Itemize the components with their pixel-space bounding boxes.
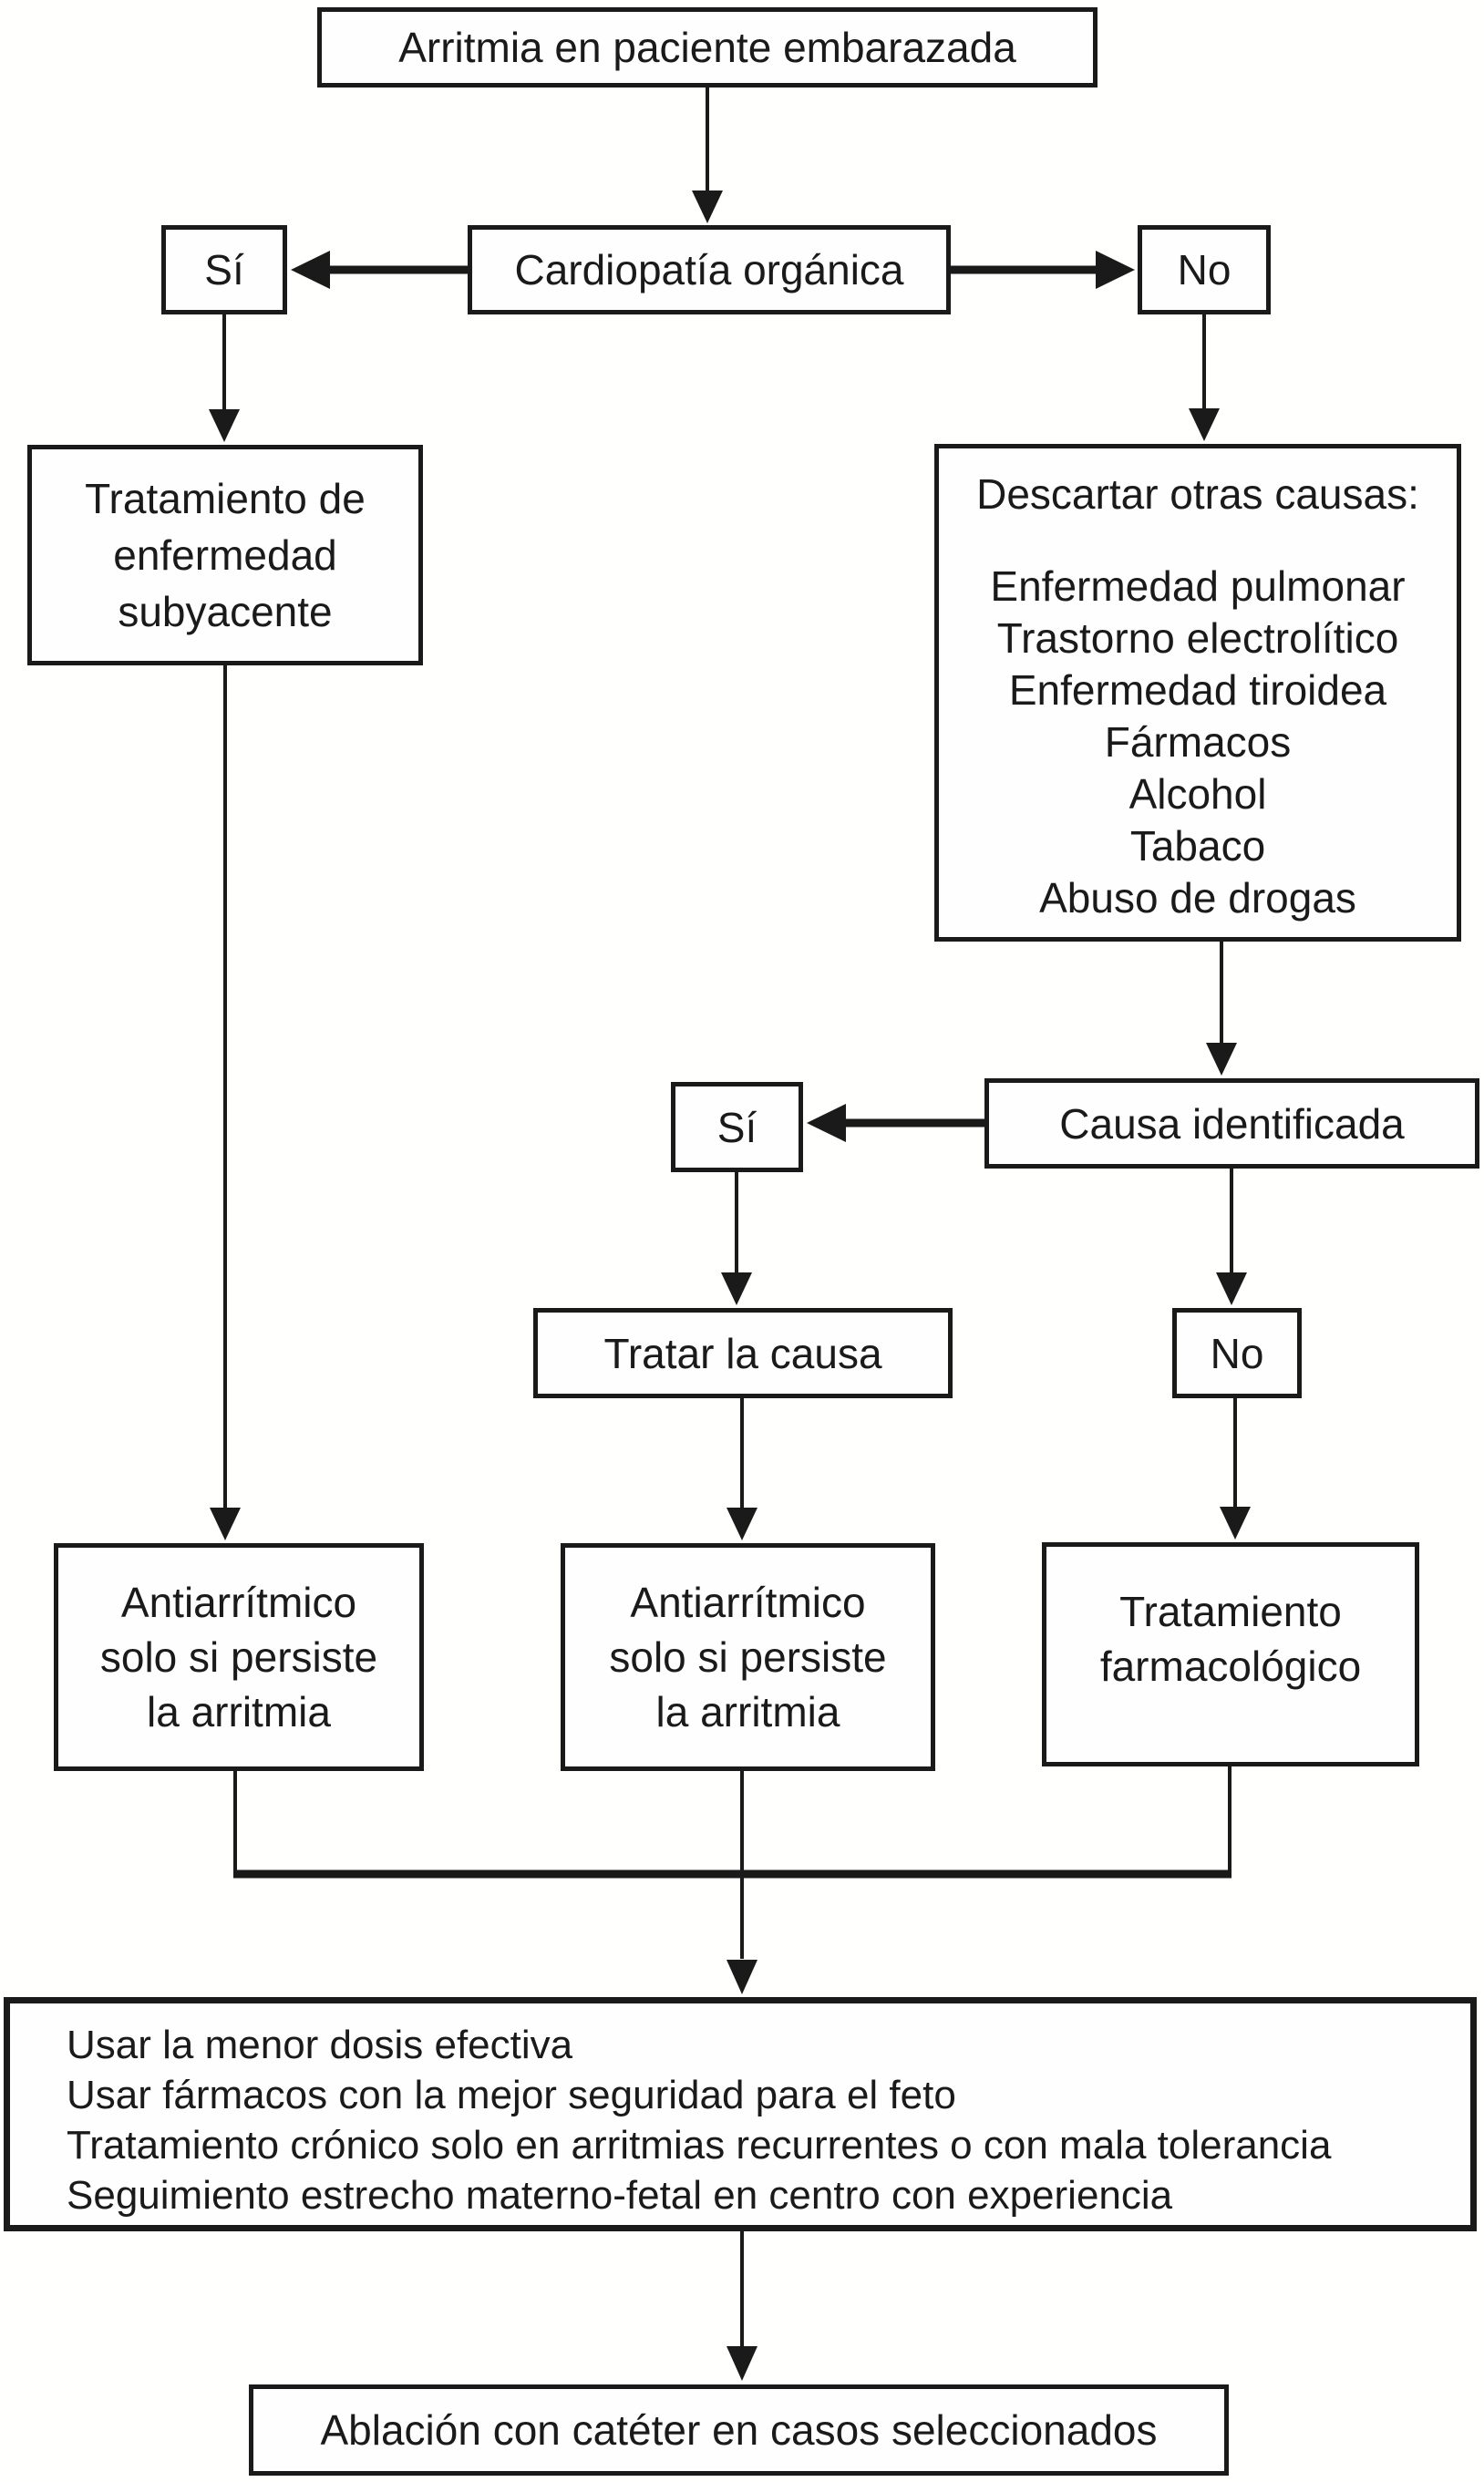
edge-cause-identified-to-yes bbox=[807, 1104, 984, 1142]
node-catheter-ablation: Ablación con catéter en casos selecciona… bbox=[249, 2384, 1229, 2476]
rule-out-item: Trastorno electrolítico bbox=[996, 614, 1399, 662]
edge-no-to-pharmacological bbox=[1220, 1398, 1251, 1540]
node-yes-organic-heart-disease: Sí bbox=[161, 225, 287, 314]
node-treatment-guidelines: Usar la menor dosis efectiva Usar fármac… bbox=[4, 1997, 1477, 2231]
edge-rule-out-to-cause-identified bbox=[1206, 942, 1237, 1076]
node-label: Ablación con catéter en casos selecciona… bbox=[320, 2406, 1158, 2454]
guideline-line: Seguimiento estrecho materno-fetal en ce… bbox=[67, 2173, 1173, 2218]
node-label: Tratamiento farmacológico bbox=[1099, 1588, 1362, 1690]
node-rule-out-other-causes: Descartar otras causas: Enfermedad pulmo… bbox=[934, 444, 1461, 942]
node-label: Tratar la causa bbox=[603, 1329, 882, 1377]
node-no-cause-identified: No bbox=[1172, 1308, 1302, 1398]
edge-organic-heart-disease-to-no bbox=[951, 251, 1135, 289]
node-label: Antiarrítmico solo si persiste la arritm… bbox=[609, 1579, 887, 1735]
guideline-line: Usar la menor dosis efectiva bbox=[67, 2023, 573, 2067]
node-yes-cause-identified: Sí bbox=[671, 1082, 803, 1172]
guideline-line: Tratamiento crónico solo en arritmias re… bbox=[67, 2123, 1332, 2168]
rule-out-item: Alcohol bbox=[1128, 770, 1267, 818]
edge-organic-heart-disease-to-yes bbox=[291, 251, 468, 289]
node-label: No bbox=[1177, 246, 1232, 294]
node-organic-heart-disease: Cardiopatía orgánica bbox=[468, 225, 951, 314]
rule-out-item: Tabaco bbox=[1129, 822, 1266, 870]
node-antiarrhythmic-if-persists-left: Antiarrítmico solo si persiste la arritm… bbox=[54, 1543, 424, 1771]
guideline-line: Usar fármacos con la mejor seguridad par… bbox=[67, 2073, 956, 2117]
node-no-organic-heart-disease: No bbox=[1138, 225, 1271, 314]
node-label: Tratamiento de enfermedad subyacente bbox=[85, 475, 366, 635]
edge-yes-to-underlying-treatment bbox=[209, 314, 240, 442]
node-label: Causa identificada bbox=[1059, 1099, 1405, 1148]
rule-out-item: Enfermedad pulmonar bbox=[990, 562, 1406, 610]
edge-guidelines-to-ablation bbox=[727, 2231, 757, 2381]
edge-treat-cause-to-antiarrhythmic-mid bbox=[727, 1398, 757, 1540]
edge-cause-identified-to-no bbox=[1216, 1169, 1247, 1305]
node-label: No bbox=[1210, 1329, 1264, 1377]
edge-start-to-organic-heart-disease bbox=[692, 87, 723, 223]
rule-out-heading: Descartar otras causas: bbox=[976, 470, 1419, 518]
node-label: Arritmia en paciente embarazada bbox=[398, 24, 1016, 71]
edge-yes-to-treat-cause bbox=[721, 1172, 752, 1305]
rule-out-item: Enfermedad tiroidea bbox=[1008, 666, 1387, 714]
rule-out-item: Abuso de drogas bbox=[1039, 874, 1356, 922]
node-cause-identified: Causa identificada bbox=[984, 1078, 1479, 1169]
edge-no-to-rule-out bbox=[1189, 314, 1220, 441]
edge-junction-to-guidelines bbox=[727, 1771, 757, 1994]
node-label: Cardiopatía orgánica bbox=[514, 246, 904, 294]
node-treat-the-cause: Tratar la causa bbox=[533, 1308, 953, 1398]
node-underlying-disease-treatment: Tratamiento de enfermedad subyacente bbox=[27, 445, 423, 665]
node-pharmacological-treatment: Tratamiento farmacológico bbox=[1042, 1542, 1419, 1766]
edge-underlying-treatment-to-antiarrhythmic-left bbox=[210, 665, 241, 1540]
node-antiarrhythmic-if-persists-mid: Antiarrítmico solo si persiste la arritm… bbox=[561, 1543, 935, 1771]
node-label: Antiarrítmico solo si persiste la arritm… bbox=[99, 1579, 378, 1735]
node-label: Sí bbox=[204, 246, 244, 294]
node-label: Sí bbox=[716, 1103, 757, 1151]
node-arrhythmia-pregnant-patient: Arritmia en paciente embarazada bbox=[317, 7, 1098, 88]
rule-out-item: Fármacos bbox=[1104, 718, 1292, 766]
